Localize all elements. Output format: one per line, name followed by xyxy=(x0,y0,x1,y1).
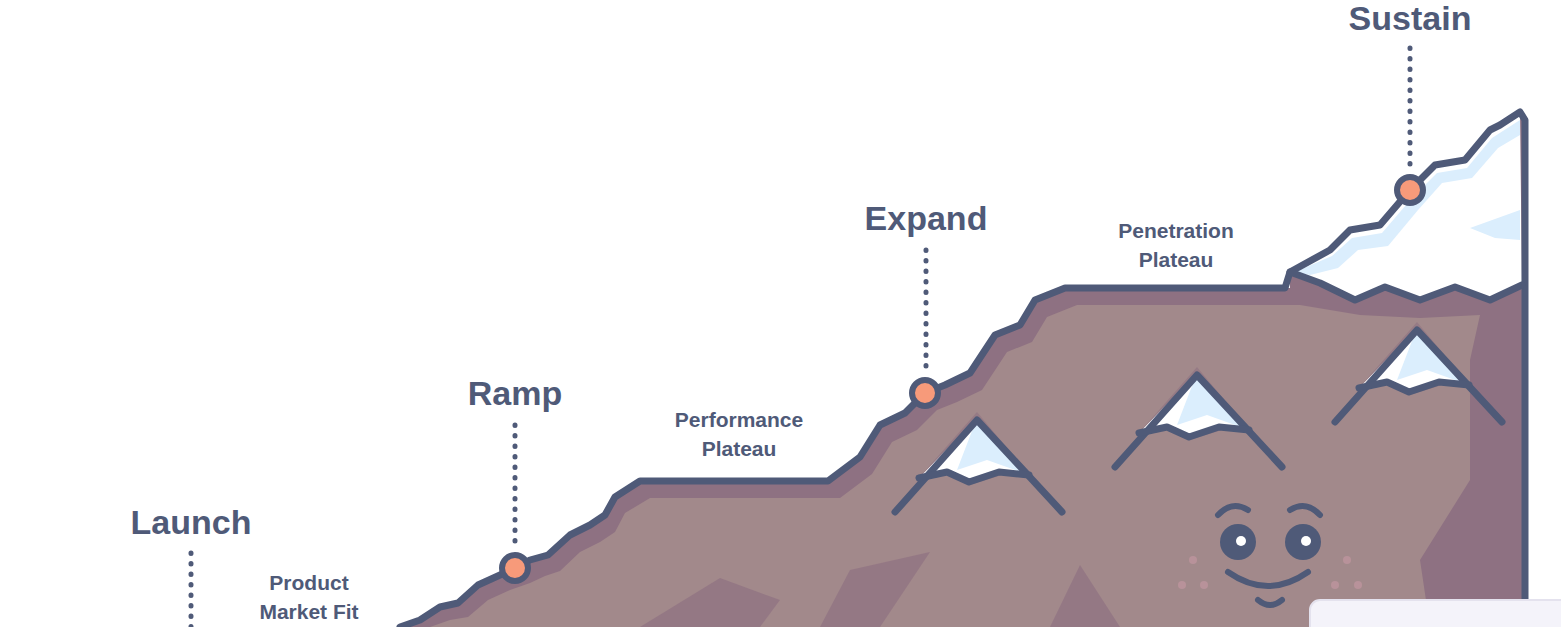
milestone-title: Launch xyxy=(131,504,252,540)
milestone-title: Sustain xyxy=(1349,0,1472,36)
plateau-label: Performance Plateau xyxy=(654,405,824,463)
phase-label: Product Market Fit xyxy=(244,568,374,626)
plateau-label: Penetration Plateau xyxy=(1091,216,1261,274)
milestone-title: Ramp xyxy=(468,375,562,411)
milestone-title: Expand xyxy=(865,200,988,236)
